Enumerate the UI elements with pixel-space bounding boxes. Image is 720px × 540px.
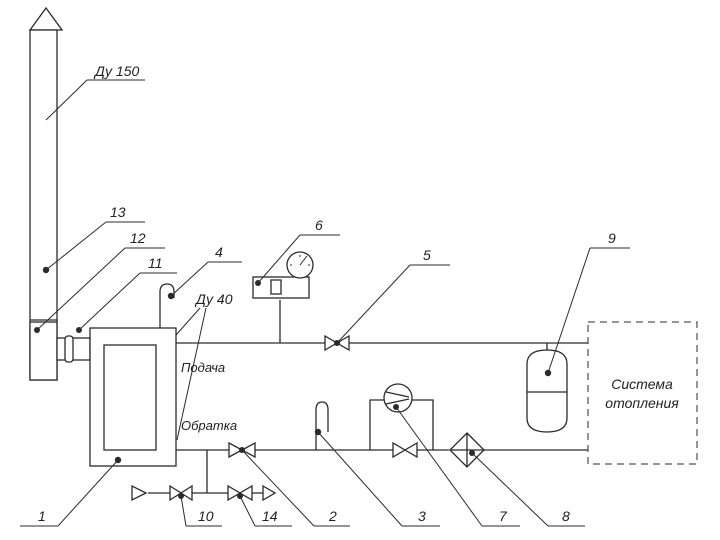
callout-13: 13 — [110, 204, 126, 220]
callout-4: 4 — [215, 244, 223, 260]
label-supply-dn: Ду 40 — [194, 291, 233, 307]
drain-branch — [131, 450, 277, 502]
callout-14: 14 — [262, 508, 278, 524]
label-supply: Подача — [181, 360, 225, 375]
boiler — [89, 327, 177, 467]
callout-12: 12 — [130, 230, 146, 246]
label-heating-system-2: отопления — [605, 395, 679, 411]
supply-line — [176, 251, 588, 433]
callout-11: 11 — [148, 255, 163, 271]
callout-7: 7 — [499, 508, 508, 524]
callout-8: 8 — [562, 508, 570, 524]
callout-2: 2 — [328, 508, 337, 524]
callout-5: 5 — [423, 247, 431, 263]
callout-9: 9 — [608, 230, 616, 246]
callout-3: 3 — [418, 508, 426, 524]
callout-10: 10 — [198, 508, 214, 524]
label-heating-system-1: Система — [611, 376, 673, 392]
label-return: Обратка — [181, 418, 237, 433]
leader-lines — [20, 79, 630, 527]
chimney — [28, 6, 64, 381]
return-line — [176, 383, 588, 468]
label-chimney-dn: Ду 150 — [93, 63, 139, 79]
callout-1: 1 — [38, 508, 46, 524]
callout-6: 6 — [315, 217, 323, 233]
heating-system-box — [587, 321, 698, 465]
air-vent — [159, 283, 175, 328]
